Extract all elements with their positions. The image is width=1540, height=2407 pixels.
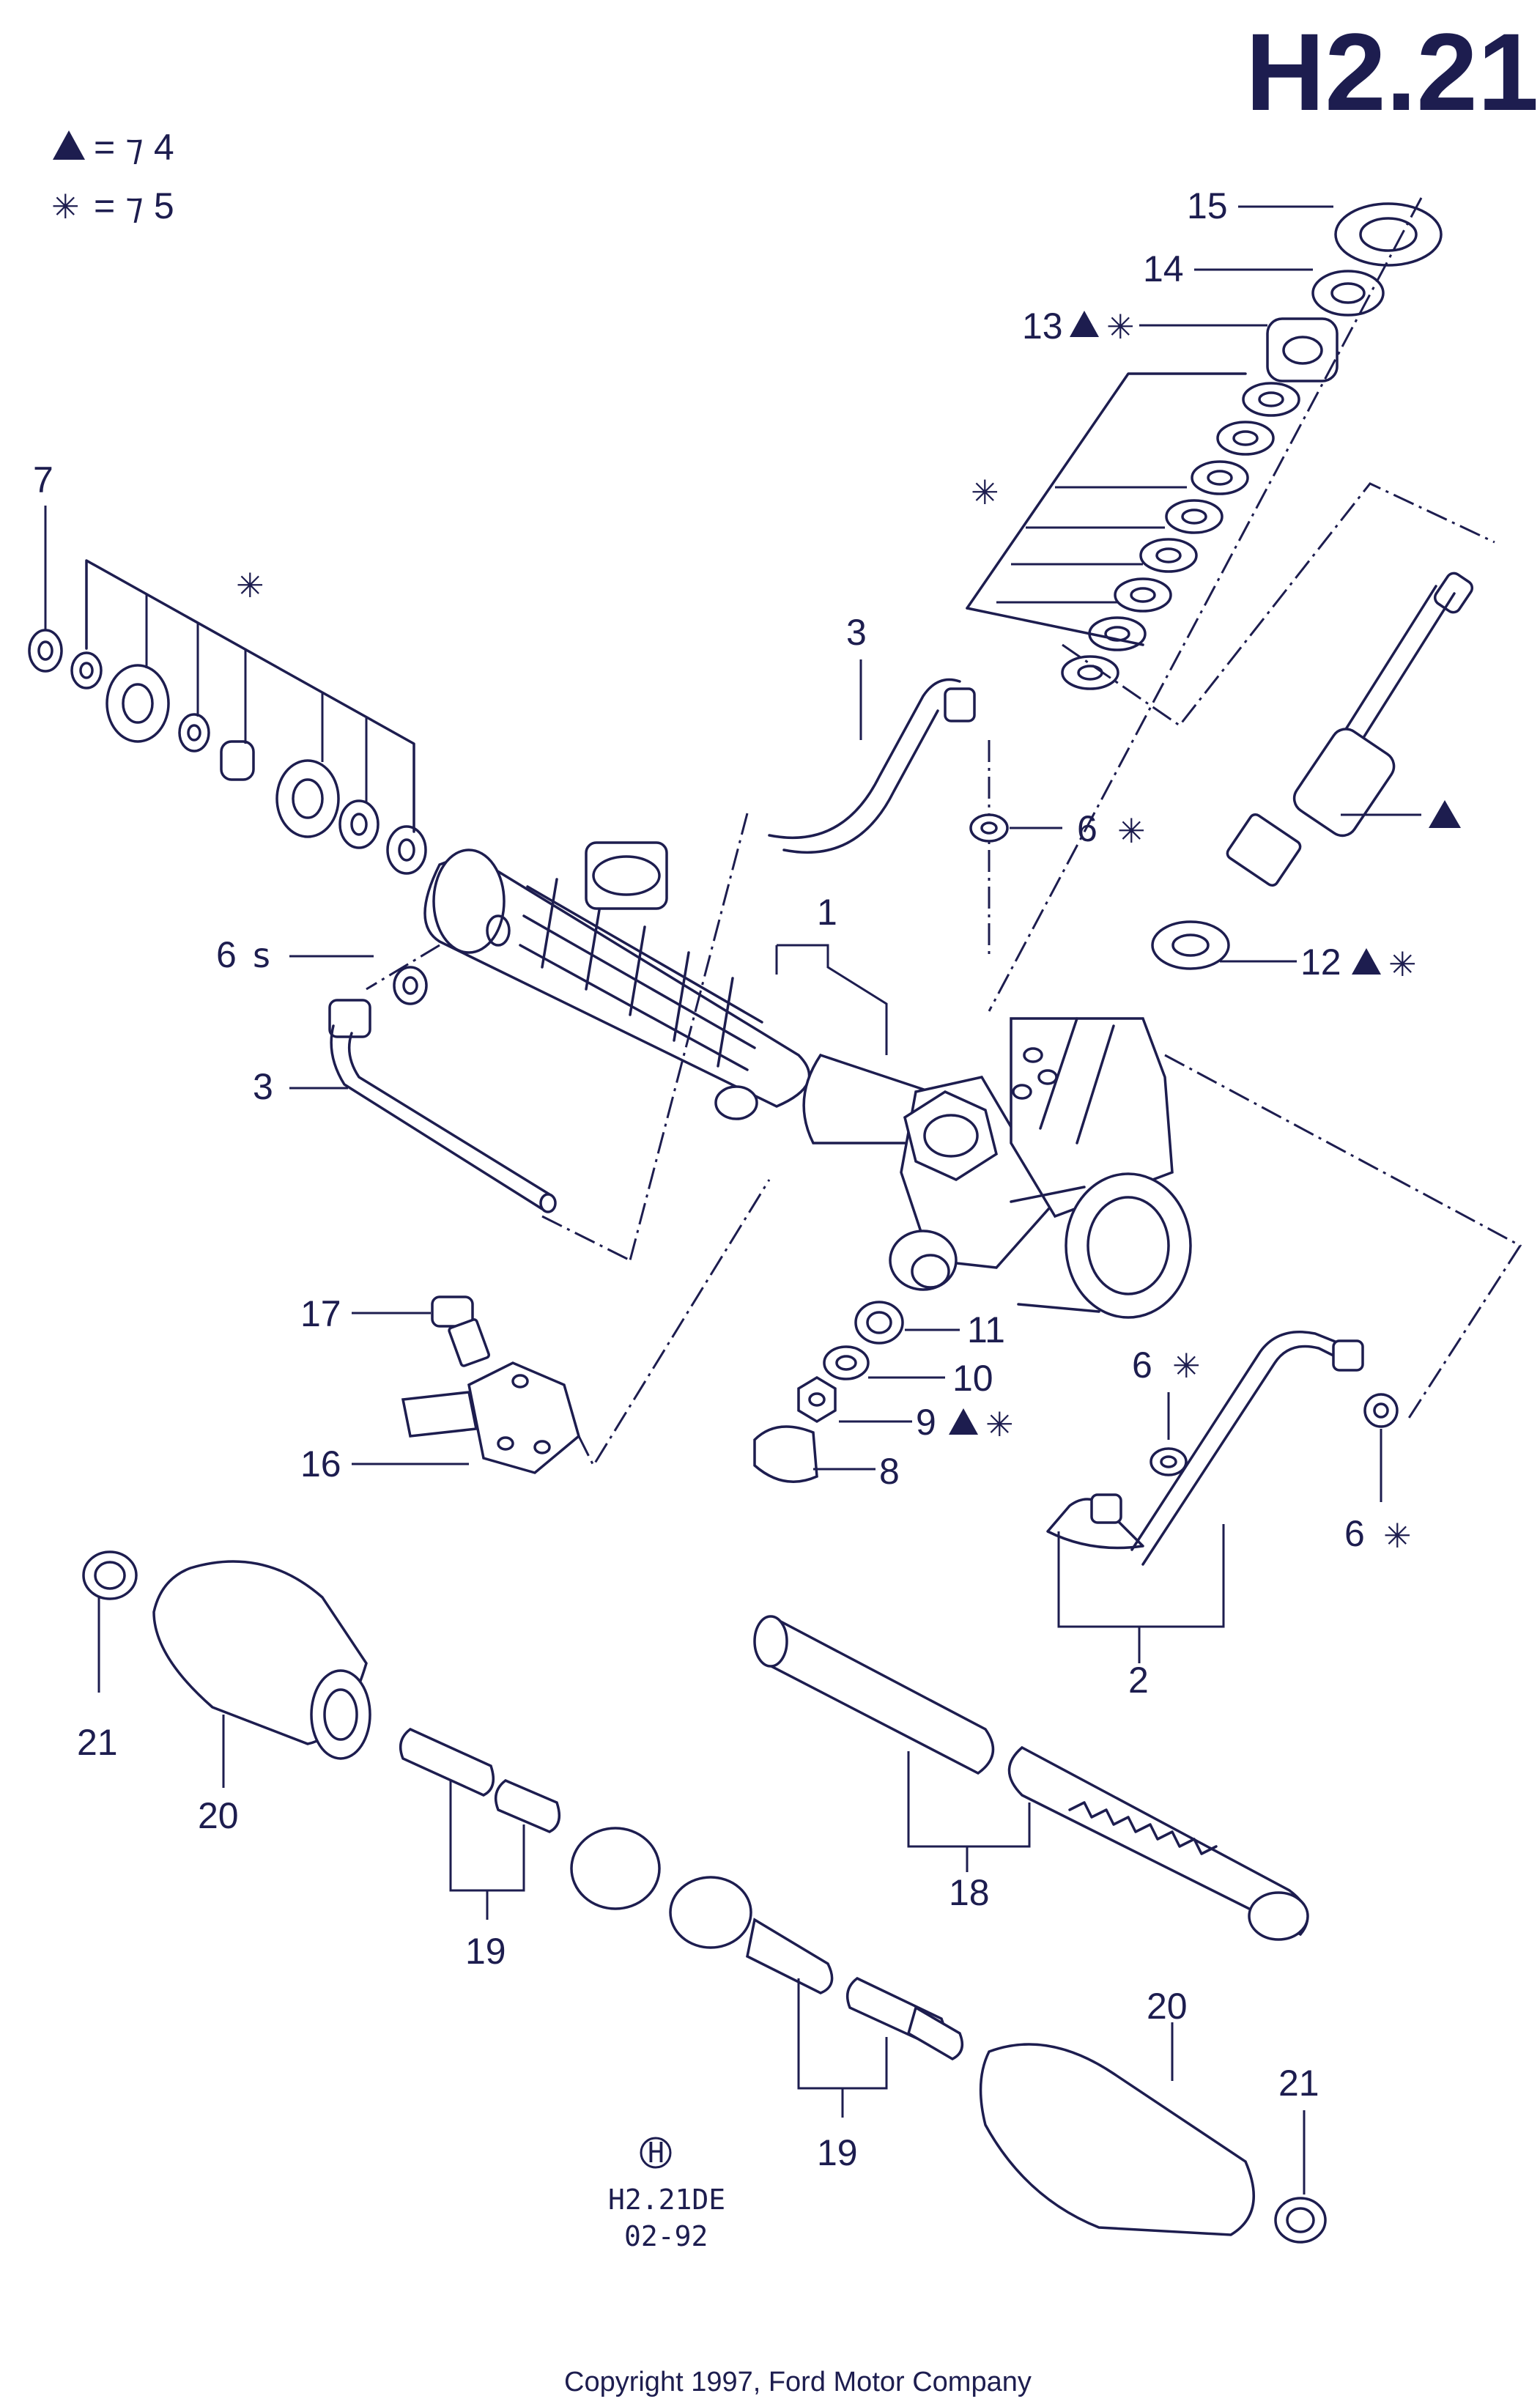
part-6-upper: 6 ✳ xyxy=(969,808,1146,851)
legend-triangle-text: = ⁊ 4 xyxy=(94,127,174,168)
callout-6-mid: 6 xyxy=(1132,1345,1152,1386)
asterisk-icon: ✳ xyxy=(985,1405,1014,1444)
triangle-icon xyxy=(1070,311,1099,337)
callout-14: 14 xyxy=(1143,248,1184,289)
callout-20-left: 20 xyxy=(198,1795,239,1836)
pinion-seal-stack: 15 14 13 ✳ ✳ xyxy=(966,185,1443,690)
callout-20-right: 20 xyxy=(1147,1986,1188,2027)
callout-3-upper: 3 xyxy=(846,612,867,653)
asterisk-icon: ✳ xyxy=(236,566,264,605)
pinion-shaft xyxy=(988,197,1495,1012)
part-3-upper-pipe: 3 xyxy=(629,612,991,1261)
housing-ribs xyxy=(519,878,763,1071)
legend-asterisk-text: = ⁊ 5 xyxy=(94,185,174,226)
part-2-pipe: 6 ✳ 6 ✳ 2 xyxy=(1046,1054,1522,1701)
asterisk-icon: ✳ xyxy=(971,473,999,512)
callout-6-right: 6 xyxy=(1344,1513,1365,1554)
callout-8: 8 xyxy=(879,1451,900,1492)
copyright-text: Copyright 1997, Ford Motor Company xyxy=(564,2367,1032,2397)
part-3-left-pipe: 3 xyxy=(253,944,631,1262)
rack-housing xyxy=(423,841,1192,1319)
asterisk-icon: ✳ xyxy=(1388,944,1417,984)
part-1-label: 1 xyxy=(775,892,888,1055)
callout-1: 1 xyxy=(817,892,837,933)
right-boot-assembly: 19 20 21 xyxy=(797,1976,1327,2244)
triangle-icon xyxy=(1429,800,1461,828)
left-boot-assembly: 21 20 19 xyxy=(77,1550,834,1994)
legend: = ⁊ 4 ✳ = ⁊ 5 xyxy=(51,127,174,226)
footer-code: H2.21DE xyxy=(608,2184,725,2216)
callout-19-right: 19 xyxy=(817,2132,858,2173)
callout-13: 13 xyxy=(1022,306,1063,347)
triangle-icon xyxy=(53,130,85,160)
callout-16: 16 xyxy=(300,1443,341,1484)
callout-7: 7 xyxy=(33,459,53,500)
adjuster-parts: 11 10 9 ✳ 8 xyxy=(753,1301,1014,1492)
arrow-icon: ꜱ xyxy=(253,936,270,975)
footer-date: 02-92 xyxy=(624,2220,708,2252)
callout-10: 10 xyxy=(952,1358,993,1399)
callout-12: 12 xyxy=(1300,942,1341,983)
callout-3-left: 3 xyxy=(253,1066,273,1107)
callout-9: 9 xyxy=(916,1402,936,1443)
mounting-parts: 17 16 xyxy=(300,1179,771,1484)
callout-21-right: 21 xyxy=(1278,2063,1319,2104)
triangle-icon xyxy=(1352,948,1381,975)
callout-11: 11 xyxy=(967,1309,1005,1350)
callout-17: 17 xyxy=(300,1293,341,1334)
rack-seal-stack: 7 ✳ xyxy=(28,459,427,875)
footer-logo-letter: H xyxy=(648,2137,665,2169)
part-12-seal: 12 ✳ xyxy=(1151,920,1417,984)
asterisk-icon: ✳ xyxy=(1172,1346,1201,1386)
callout-18: 18 xyxy=(949,1872,990,1913)
asterisk-icon: ✳ xyxy=(51,187,80,226)
part-6-left: 6 ꜱ xyxy=(216,934,428,1005)
page-title: H2.21 xyxy=(1245,10,1539,133)
ford-logo-icon xyxy=(640,2137,672,2169)
triangle-icon xyxy=(949,1408,978,1435)
callout-21-left: 21 xyxy=(77,1722,118,1763)
footer: H H2.21DE 02-92 Copyright 1997, Ford Mot… xyxy=(564,2137,1032,2397)
seal-rings xyxy=(1061,382,1300,690)
callout-15: 15 xyxy=(1187,185,1228,226)
asterisk-icon: ✳ xyxy=(1106,307,1135,347)
callout-2: 2 xyxy=(1128,1660,1149,1701)
part-18-rack: 18 xyxy=(753,1615,1309,1941)
asterisk-icon: ✳ xyxy=(1117,811,1146,851)
callout-19-left: 19 xyxy=(465,1931,506,1972)
asterisk-icon: ✳ xyxy=(1383,1516,1412,1556)
callout-6-left: 6 xyxy=(216,934,237,975)
callout-6-upper: 6 xyxy=(1077,808,1097,849)
